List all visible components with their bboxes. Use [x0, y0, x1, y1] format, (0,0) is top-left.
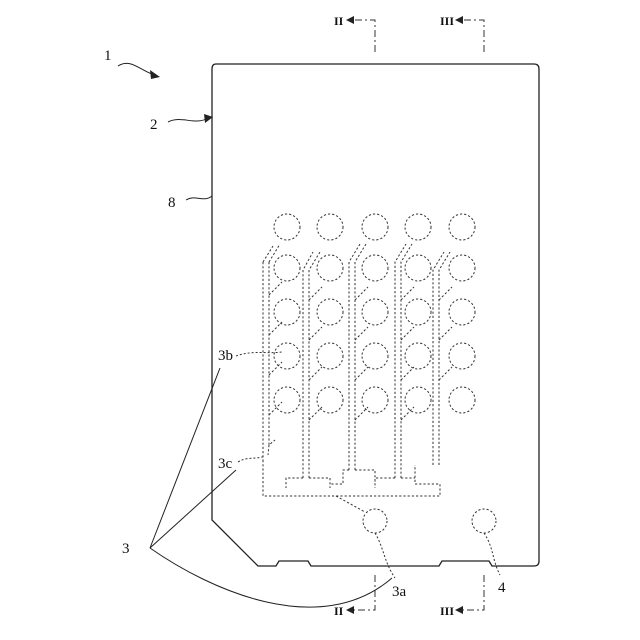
section-lines [346, 16, 484, 614]
dashed-pattern [263, 214, 496, 533]
pad-r2-c4 [405, 255, 431, 281]
leader-3b-dashed [236, 352, 282, 356]
labels: 1 2 8 3b 3c 3 3a 4 II III II III [104, 14, 506, 618]
pad-array [274, 214, 475, 413]
section-arrow-iii-bottom [455, 606, 463, 614]
label-edge: 8 [168, 195, 176, 211]
leader-lines [118, 63, 500, 607]
trace-column-5 [433, 252, 450, 465]
pad-4 [472, 509, 496, 533]
leader-3c-dashed [238, 456, 265, 462]
section-line-ii-top [352, 20, 375, 52]
pad-r4-c5 [449, 343, 475, 369]
pad-r5-c4 [405, 387, 431, 413]
pad-top-4 [405, 214, 431, 240]
pad-top-3 [362, 214, 388, 240]
pad-top-5 [449, 214, 475, 240]
pad-r2-c3 [362, 255, 388, 281]
pad-r5-c2 [317, 387, 343, 413]
trace-column-1 [268, 244, 280, 455]
trace-column-2 [286, 252, 330, 488]
leader-3a-dashed [375, 533, 395, 578]
label-substrate: 2 [150, 117, 158, 133]
trace-network [263, 244, 452, 512]
pad-r2-c5 [449, 255, 475, 281]
label-section-ii-bottom: II [334, 604, 344, 618]
label-pattern-group: 3 [122, 541, 130, 557]
label-trace-3c: 3c [218, 456, 233, 472]
label-section-ii-top: II [334, 14, 344, 28]
label-pad-4: 4 [498, 580, 506, 596]
section-line-iii-bottom [461, 575, 484, 610]
label-pad-3a: 3a [392, 584, 407, 600]
pad-r4-c3 [362, 343, 388, 369]
section-arrow-ii-bottom [346, 606, 354, 614]
substrate-outline [212, 64, 539, 566]
pad-r2-c1 [274, 255, 300, 281]
trace-to-pad-3a [336, 496, 365, 512]
trace-column-3 [330, 244, 375, 484]
pad-r5-c1 [274, 387, 300, 413]
pad-r3-c2 [317, 299, 343, 325]
pad-r3-c5 [449, 299, 475, 325]
pad-r4-c1 [274, 343, 300, 369]
pad-top-1 [274, 214, 300, 240]
leader-1 [118, 63, 152, 74]
pad-3a [363, 509, 387, 533]
pad-r3-c3 [362, 299, 388, 325]
section-arrow-ii-top [346, 16, 354, 24]
leader-4-dashed [484, 533, 500, 575]
pad-stubs [269, 282, 452, 420]
leader-8 [186, 196, 212, 200]
label-pad-3b: 3b [218, 348, 233, 364]
pad-r3-c1 [274, 299, 300, 325]
leader-1-arrow [150, 70, 160, 79]
label-section-iii-top: III [440, 14, 454, 28]
section-line-iii-top [461, 20, 484, 52]
leader-2 [168, 118, 208, 122]
leader-3-to-3a [150, 548, 392, 607]
pad-r5-c3 [362, 387, 388, 413]
label-device: 1 [104, 48, 112, 64]
leader-3-to-3c [150, 470, 236, 548]
pad-r4-c2 [317, 343, 343, 369]
pad-r3-c4 [405, 299, 431, 325]
section-arrow-iii-top [455, 16, 463, 24]
pad-r4-c4 [405, 343, 431, 369]
pad-r5-c5 [449, 387, 475, 413]
label-section-iii-bottom: III [440, 604, 454, 618]
pad-top-2 [317, 214, 343, 240]
leader-3-to-3b [150, 368, 220, 548]
pad-r2-c2 [317, 255, 343, 281]
